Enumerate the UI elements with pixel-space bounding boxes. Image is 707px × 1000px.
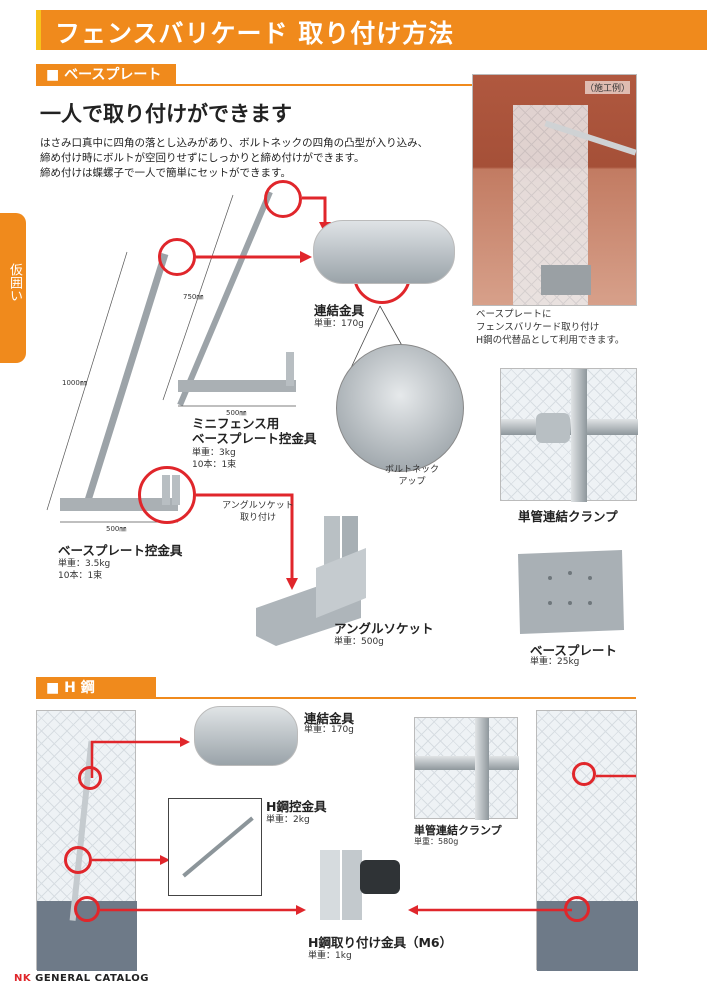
highlight-circle-angle [138, 466, 196, 524]
hb-horizontal-pipe-image [415, 756, 519, 770]
hb-brace-name: H鋼控金具 [266, 799, 327, 814]
nk-logo: NK [14, 973, 32, 984]
arrowhead [286, 578, 298, 590]
section-divider [176, 84, 636, 86]
section-tab-hbeam: ■ H 鋼 [36, 677, 156, 699]
bolt-neck-label-line: ボルトネック [384, 465, 439, 475]
base-plate-spec: 単重：25kg [530, 657, 580, 667]
footer-text: GENERAL CATALOG [35, 973, 149, 984]
dim-750-label: 750㎜ [183, 293, 204, 301]
base-brace-name: ベースプレート控金具 [58, 543, 183, 558]
hbeam-fence-photo-left [36, 710, 137, 971]
angle-note-line: アングルソケット [222, 501, 294, 511]
section-divider [156, 697, 636, 699]
example-label: （施工例） [584, 81, 630, 94]
dim-500-mini-label: 500㎜ [226, 409, 247, 417]
hb-coupler-spec: 単重：170g [304, 725, 354, 735]
bolt-neck-zoom-image [336, 344, 464, 472]
mini-brace-specs: 単重：3kg 10本：1束 [192, 447, 236, 471]
highlight-circle-hb-brace [64, 846, 92, 874]
desc-line: 締め付けは蝶螺子で一人で簡単にセットができます。 [40, 167, 291, 179]
base-plate-name: ベースプレート [530, 643, 617, 658]
hb-fitting-name: H鋼取り付け金具（M6） [308, 935, 453, 950]
angle-install-note: アングルソケット 取り付け [218, 500, 298, 524]
hbeam-callout-arrows [90, 737, 636, 915]
dim-line-1000 [46, 251, 128, 511]
mini-brace-rod [177, 190, 273, 407]
mini-brace-name: ミニフェンス用 ベースプレート控金具 [192, 416, 316, 446]
coupler-spec: 単重：170g [314, 319, 364, 329]
hb-clamp-name: 単管連結クランプ [414, 824, 502, 837]
side-category-label: 仮囲い [7, 263, 22, 302]
hb-fitting-image [320, 850, 400, 920]
section-tab-baseplate: ■ ベースプレート [36, 64, 176, 86]
clamp-name: 単管連結クランプ [518, 509, 618, 524]
angle-note-line: 取り付け [239, 513, 276, 523]
vertical-pipe-image [571, 369, 587, 502]
hb-coupler-image [194, 706, 298, 766]
page-title-bar: フェンスバリケード 取り付け方法 [36, 10, 707, 50]
caption-line: ベースプレートに [476, 309, 552, 320]
clamp-photo [500, 368, 638, 502]
base-plate-image [518, 550, 624, 634]
desc-line: はさみ口真中に四角の落とし込みがあり、ボルトネックの四角の凸型が入り込み、 [40, 137, 429, 149]
highlight-circle-hb-coupler [78, 766, 102, 790]
mini-brace-name-line: ミニフェンス用 [192, 416, 280, 431]
mini-brace-plate [178, 380, 296, 392]
mini-brace-spec-line: 10本：1束 [192, 460, 237, 470]
page-title: フェンスバリケード 取り付け方法 [55, 19, 455, 48]
section-description: はさみ口真中に四角の落とし込みがあり、ボルトネックの四角の凸型が入り込み、 締め… [40, 136, 460, 181]
dim-500-label: 500㎜ [106, 525, 127, 533]
base-brace-specs: 単重：3.5kg 10本：1束 [58, 558, 110, 582]
bolt-neck-label: ボルトネック アップ [376, 464, 448, 488]
caption-line: H鋼の代替品として利用できます。 [476, 335, 625, 346]
angle-socket-name: アングルソケット [334, 621, 434, 636]
clamp-image [536, 413, 570, 443]
base-brace-spec-line: 10本：1束 [58, 571, 103, 581]
base-plate-image [541, 265, 591, 295]
caption-line: フェンスバリケード取り付け [476, 322, 600, 333]
desc-line: 締め付け時にボルトが空回りせずにしっかりと締め付けができます。 [40, 152, 365, 164]
hb-brace-photo [168, 798, 262, 896]
hbeam-fence-photo-right [536, 710, 638, 971]
side-category-tab[interactable]: 仮囲い [0, 213, 26, 363]
coupler-image [313, 220, 455, 284]
highlight-circle-base-top [158, 238, 196, 276]
dim-line-750 [162, 194, 234, 401]
bolt-neck-label-line: アップ [398, 477, 426, 487]
hb-vertical-pipe-image [475, 718, 489, 820]
base-brace-rod [81, 252, 169, 512]
installation-example-photo: （施工例） [472, 74, 637, 306]
example-caption: ベースプレートに フェンスバリケード取り付け H鋼の代替品として利用できます。 [476, 308, 624, 347]
hb-brace-spec: 単重：2kg [266, 815, 310, 825]
base-brace-spec-line: 単重：3.5kg [58, 559, 111, 569]
highlight-circle-hb-fitting-left [74, 896, 100, 922]
hb-fitting-spec: 単重：1kg [308, 951, 352, 961]
angle-socket-image [256, 516, 366, 646]
hb-coupler-name: 連結金具 [304, 711, 355, 726]
hb-clamp-spec: 単重：580g [414, 837, 459, 846]
arrow-to-coupler-b [302, 196, 327, 222]
section-tab-label: ■ H 鋼 [46, 680, 95, 696]
arrow-to-angle-socket [196, 493, 294, 578]
coupler-name: 連結金具 [314, 303, 365, 318]
hb-clamp-photo [414, 717, 519, 820]
mini-brace-socket [286, 352, 294, 386]
hb-brace-rod-image [182, 816, 254, 878]
highlight-circle-mini-top [264, 180, 302, 218]
footer-brand: NK GENERAL CATALOG [14, 973, 149, 984]
highlight-circle-hb-clamp [572, 762, 596, 786]
arrowhead [300, 251, 312, 263]
angle-socket-spec: 単重：500g [334, 637, 384, 647]
section-tab-label: ■ ベースプレート [46, 67, 162, 83]
mini-brace-name-line: ベースプレート控金具 [192, 431, 317, 446]
mini-brace-spec-line: 単重：3kg [192, 448, 236, 458]
dim-1000-label: 1000㎜ [62, 379, 87, 387]
section-headline: 一人で取り付けができます [40, 101, 292, 126]
zoom-connector [349, 305, 381, 371]
